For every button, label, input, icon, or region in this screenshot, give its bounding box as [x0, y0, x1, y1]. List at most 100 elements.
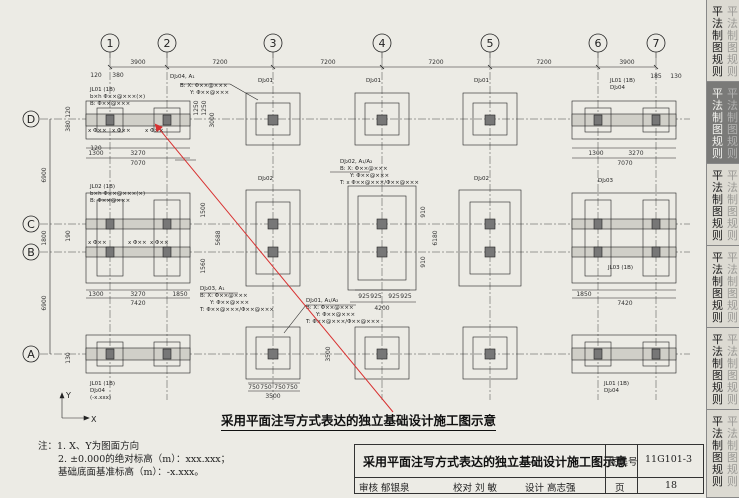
label-jl01-rb: JL01 (1B) — [603, 381, 629, 387]
dim: 1850 — [576, 291, 591, 298]
dim: 120 — [90, 145, 102, 152]
dim: 190 — [65, 230, 72, 242]
side-tab-label: 平法制图规则 — [712, 87, 723, 160]
label-jl02: B: Φ××@××× — [90, 198, 130, 204]
label-dj04-rb: DJ₂04 — [604, 388, 620, 394]
axis-label-4: 4 — [379, 37, 386, 50]
dim-top-3: 7200 — [320, 59, 335, 66]
notes: 注：1. X、Y为图面方向 2. ±0.000的绝对标高（m）：xxx.xxx；… — [38, 440, 230, 479]
dim: 750 — [286, 384, 298, 391]
axis-label-6: 6 — [595, 37, 602, 50]
dim: 3500 — [325, 346, 332, 361]
dim: 5688 — [215, 230, 222, 245]
label-dj04-bot: DJ₂04 — [90, 388, 106, 394]
dim: 3270 — [130, 291, 145, 298]
dim: 910 — [420, 256, 427, 268]
dim: 120 — [65, 106, 72, 118]
dim: 380 — [65, 120, 72, 132]
dim-top-2: 7200 — [212, 59, 227, 66]
dim: 750 — [260, 384, 272, 391]
dim: 6900 — [41, 295, 48, 310]
axis-label-A: A — [27, 348, 35, 361]
label-dj01-lead: B: X: Φ××@××× — [306, 305, 354, 311]
label-dj04: DJ₂04, A₁ — [170, 74, 195, 80]
axis-label-C: C — [27, 218, 35, 231]
label-dj02-lead: T: x Φ××@×××/Φ××@××× — [339, 180, 419, 186]
title-block: 采用平面注写方式表达的独立基础设计施工图示意 图集号 11G101-3 审核 郁… — [354, 444, 704, 494]
dim: 3270 — [628, 150, 643, 157]
label-dj02-lead: DJ₂02, A₁/A₂ — [340, 159, 372, 165]
dim: 120 — [90, 72, 102, 79]
check-label: 校对 — [453, 483, 473, 494]
dim: 925 — [370, 293, 382, 300]
dim: 1300 — [88, 150, 103, 157]
dim: 380 — [112, 72, 124, 79]
label-jl03: JL03 (1B) — [607, 265, 633, 271]
designer: 高志强 — [547, 483, 576, 494]
axis-x-label: X — [91, 415, 97, 424]
dim: 7070 — [130, 160, 145, 167]
dim-top-4: 7200 — [428, 59, 443, 66]
atlas-label: 图集号 — [609, 457, 638, 468]
label-dj04-r: DJ₂04 — [610, 85, 626, 91]
note-1: 注：1. X、Y为图面方向 — [38, 441, 140, 452]
dim-top-5: 7200 — [536, 59, 551, 66]
side-tab-ghost: 平法制图规则 — [727, 87, 738, 160]
atlas-number: 11G101-3 — [645, 454, 693, 465]
dim: 925 — [388, 293, 400, 300]
label-jl02: b×h Φ××@×××(×) — [90, 191, 145, 197]
label-dj02: DJ₂02 — [258, 176, 273, 182]
dim: 1500 — [200, 202, 207, 217]
dim: 3270 — [130, 150, 145, 157]
label-dj02-lead: Y: Φ××@××× — [349, 173, 389, 179]
dim: 750 — [274, 384, 286, 391]
dim: 3000 — [209, 112, 216, 127]
label-dj03-lead: B: X: Φ××@××× — [200, 293, 248, 299]
dim: 6180 — [432, 230, 439, 245]
design-label: 设计 — [525, 483, 545, 494]
side-tab-ghost: 平法制图规则 — [727, 169, 738, 242]
dim: 3500 — [265, 393, 280, 400]
side-tab-label: 平法制图规则 — [712, 415, 723, 488]
axis-label-B: B — [27, 246, 35, 259]
rebar-label: x Φ×× — [88, 128, 107, 134]
dim: 1250 — [201, 100, 208, 115]
side-tab-2-active[interactable]: 平法制图规则 平法制图规则 — [706, 82, 739, 164]
label-dj01-lead: DJ₂01, A₁/A₂ — [306, 298, 338, 304]
label-jl01-r: JL01 (1B) — [609, 78, 635, 84]
label-dj04: Y: Φ××@××× — [189, 90, 229, 96]
rebar-label: x Φ×× — [112, 128, 131, 134]
annotation-arrow — [154, 123, 394, 413]
side-tab-label: 平法制图规则 — [712, 169, 723, 242]
side-tab-4[interactable]: 平法制图规则 平法制图规则 — [706, 246, 739, 328]
label-dj01: DJ₂01 — [474, 78, 489, 84]
axis-bubbles-left: D C B A — [22, 110, 40, 363]
axis-label-5: 5 — [487, 37, 494, 50]
dim: 7420 — [130, 300, 145, 307]
dim: 925 — [358, 293, 370, 300]
side-tab-ghost: 平法制图规则 — [727, 5, 738, 78]
side-tab-ghost: 平法制图规则 — [727, 333, 738, 406]
side-tab-label: 平法制图规则 — [712, 333, 723, 406]
axis-label-2: 2 — [164, 37, 171, 50]
note-3: 基础底面基准标高（m）：-x.xxx。 — [58, 467, 204, 478]
side-tab-ghost: 平法制图规则 — [727, 251, 738, 324]
side-tab-label: 平法制图规则 — [712, 251, 723, 324]
side-tab-3[interactable]: 平法制图规则 平法制图规则 — [706, 164, 739, 246]
side-tab-5[interactable]: 平法制图规则 平法制图规则 — [706, 328, 739, 410]
side-tab-ghost: 平法制图规则 — [727, 415, 738, 488]
dim: 185 — [650, 73, 662, 80]
side-tab-6[interactable]: 平法制图规则 平法制图规则 — [706, 410, 739, 498]
note-2: 2. ±0.000的绝对标高（m）：xxx.xxx； — [58, 454, 231, 465]
rebar-label: x Φ×× — [145, 128, 164, 134]
side-tab-1[interactable]: 平法制图规则 平法制图规则 — [706, 0, 739, 82]
axis-label-7: 7 — [653, 37, 660, 50]
label-dj01-lead: T: Φ××@×××/Φ××@××× — [305, 319, 380, 325]
label-jl01: JL01 (1B) — [89, 87, 115, 93]
axis-label-D: D — [27, 113, 35, 126]
label-jl01: B: Φ××@××× — [90, 101, 130, 107]
dim: 1300 — [88, 291, 103, 298]
dim: 1250 — [193, 100, 200, 115]
